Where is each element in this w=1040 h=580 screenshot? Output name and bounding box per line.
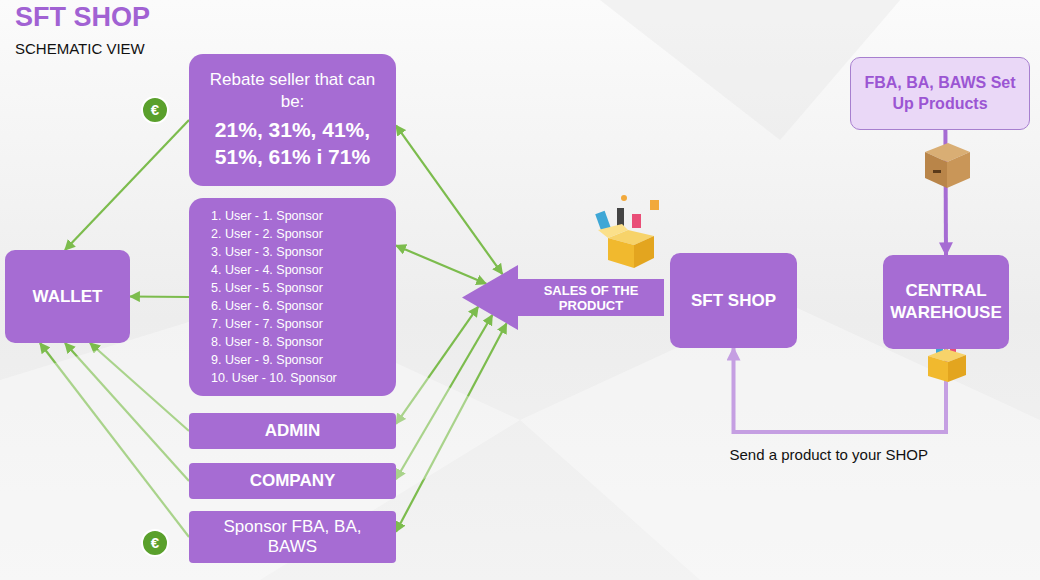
product-box-icon [595, 195, 659, 268]
diagram-title: SFT SHOP [15, 2, 150, 33]
subtitle: SCHEMATIC VIEW [15, 40, 145, 57]
shop-box: SFT SHOP [670, 253, 797, 348]
wallet-box: WALLET [5, 250, 130, 343]
sponsor-list-box: 1. User - 1. Sponsor2. User - 2. Sponsor… [189, 198, 396, 396]
connector [65, 120, 189, 250]
cardboard-box-icon [925, 143, 970, 188]
node-text: 3. User - 3. Sponsor [211, 243, 323, 261]
node-text: 4. User - 4. Sponsor [211, 261, 323, 279]
sales-arrow: SALES OF THE PRODUCT [462, 265, 664, 330]
node-text: 6. User - 6. Sponsor [211, 297, 323, 315]
node-text: COMPANY [250, 471, 336, 491]
node-text: 8. User - 8. Sponsor [211, 333, 323, 351]
connector [130, 295, 189, 298]
node-text: Rebate seller that can be: [199, 69, 386, 112]
edge-label: Send a product to your SHOP [730, 446, 928, 463]
node-text: Sponsor FBA, BA, BAWS [211, 517, 374, 558]
node-text: SALES OF THE PRODUCT [536, 283, 646, 313]
node-text: FBA, BA, BAWS Set Up Products [861, 73, 1019, 115]
node-text: 21%, 31%, 41%, 51%, 61% i 71% [199, 116, 386, 171]
setup-products-box: FBA, BA, BAWS Set Up Products [850, 57, 1030, 130]
rebate-box: Rebate seller that can be:21%, 31%, 41%,… [189, 54, 396, 186]
node-text: 9. User - 9. Sponsor [211, 351, 323, 369]
node-text: WALLET [33, 287, 103, 307]
sponsor-box: Sponsor FBA, BA, BAWS [189, 511, 396, 563]
connector [396, 246, 486, 284]
node-text: SFT SHOP [691, 291, 776, 311]
euro-coin [142, 530, 168, 556]
euro-coin [142, 97, 168, 123]
node-text: 1. User - 1. Sponsor [211, 207, 323, 225]
euro-symbol: € [142, 97, 168, 123]
admin-box: ADMIN [189, 413, 396, 449]
arrow-outline [462, 265, 664, 330]
node-text: 2. User - 2. Sponsor [211, 225, 323, 243]
node-text: 7. User - 7. Sponsor [211, 315, 323, 333]
warehouse-box: CENTRAL WAREHOUSE [883, 255, 1009, 349]
company-box: COMPANY [189, 463, 396, 499]
node-text: 5. User - 5. Sponsor [211, 279, 323, 297]
euro-symbol: € [142, 530, 168, 556]
node-text: ADMIN [265, 421, 321, 441]
node-text: CENTRAL WAREHOUSE [889, 280, 1003, 324]
node-text: 10. User - 10. Sponsor [211, 369, 337, 387]
